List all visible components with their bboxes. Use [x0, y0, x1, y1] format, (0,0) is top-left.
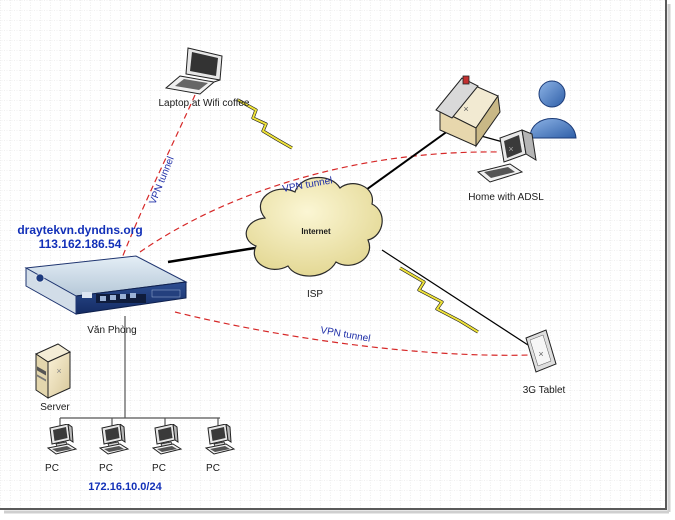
tablet-icon: ×: [525, 329, 557, 373]
internet-cloud: Internet: [245, 176, 383, 277]
svg-text:×: ×: [508, 144, 513, 154]
house-icon: ×: [435, 75, 501, 148]
vpn-tunnel-laptop: [121, 94, 196, 259]
subnet-label: 172.16.10.0/24: [88, 481, 162, 493]
isp-label: ISP: [307, 289, 323, 300]
link-router-internet: [167, 246, 256, 264]
home-label: Home with ADSL: [468, 192, 544, 203]
pc-label-3: PC: [152, 463, 166, 474]
ddns-hostname: draytekvn.dyndns.org: [17, 223, 142, 237]
router-icon: [24, 255, 188, 315]
vpn-tunnel-home: [139, 151, 501, 253]
user-icon: [529, 80, 577, 139]
pc-icon-1: [47, 424, 77, 455]
laptop-label: Laptop at Wifi coffee: [159, 98, 250, 109]
svg-text:×: ×: [463, 104, 468, 114]
pc-label-1: PC: [45, 463, 59, 474]
pc-icon-3: [152, 424, 182, 455]
svg-text:×: ×: [56, 366, 61, 376]
link-internet-home: [351, 127, 453, 201]
server-icon: ×: [34, 343, 72, 399]
svg-text:×: ×: [538, 349, 543, 359]
vpn-tunnel-tablet: [174, 311, 531, 356]
office-label: Văn Phòng: [87, 325, 137, 336]
lan-bus: [59, 316, 220, 428]
tablet-label: 3G Tablet: [523, 385, 566, 396]
public-ip: 113.162.186.54: [39, 237, 122, 251]
home-pc-icon: ×: [476, 129, 537, 183]
pc-label-4: PC: [206, 463, 220, 474]
pc-icon-4: [205, 424, 235, 455]
internet-label: Internet: [301, 227, 331, 236]
pc-icon-2: [99, 424, 129, 455]
laptop-icon: [164, 47, 223, 95]
pc-label-2: PC: [99, 463, 113, 474]
server-label: Server: [40, 402, 70, 413]
link-internet-tablet: [381, 249, 529, 346]
